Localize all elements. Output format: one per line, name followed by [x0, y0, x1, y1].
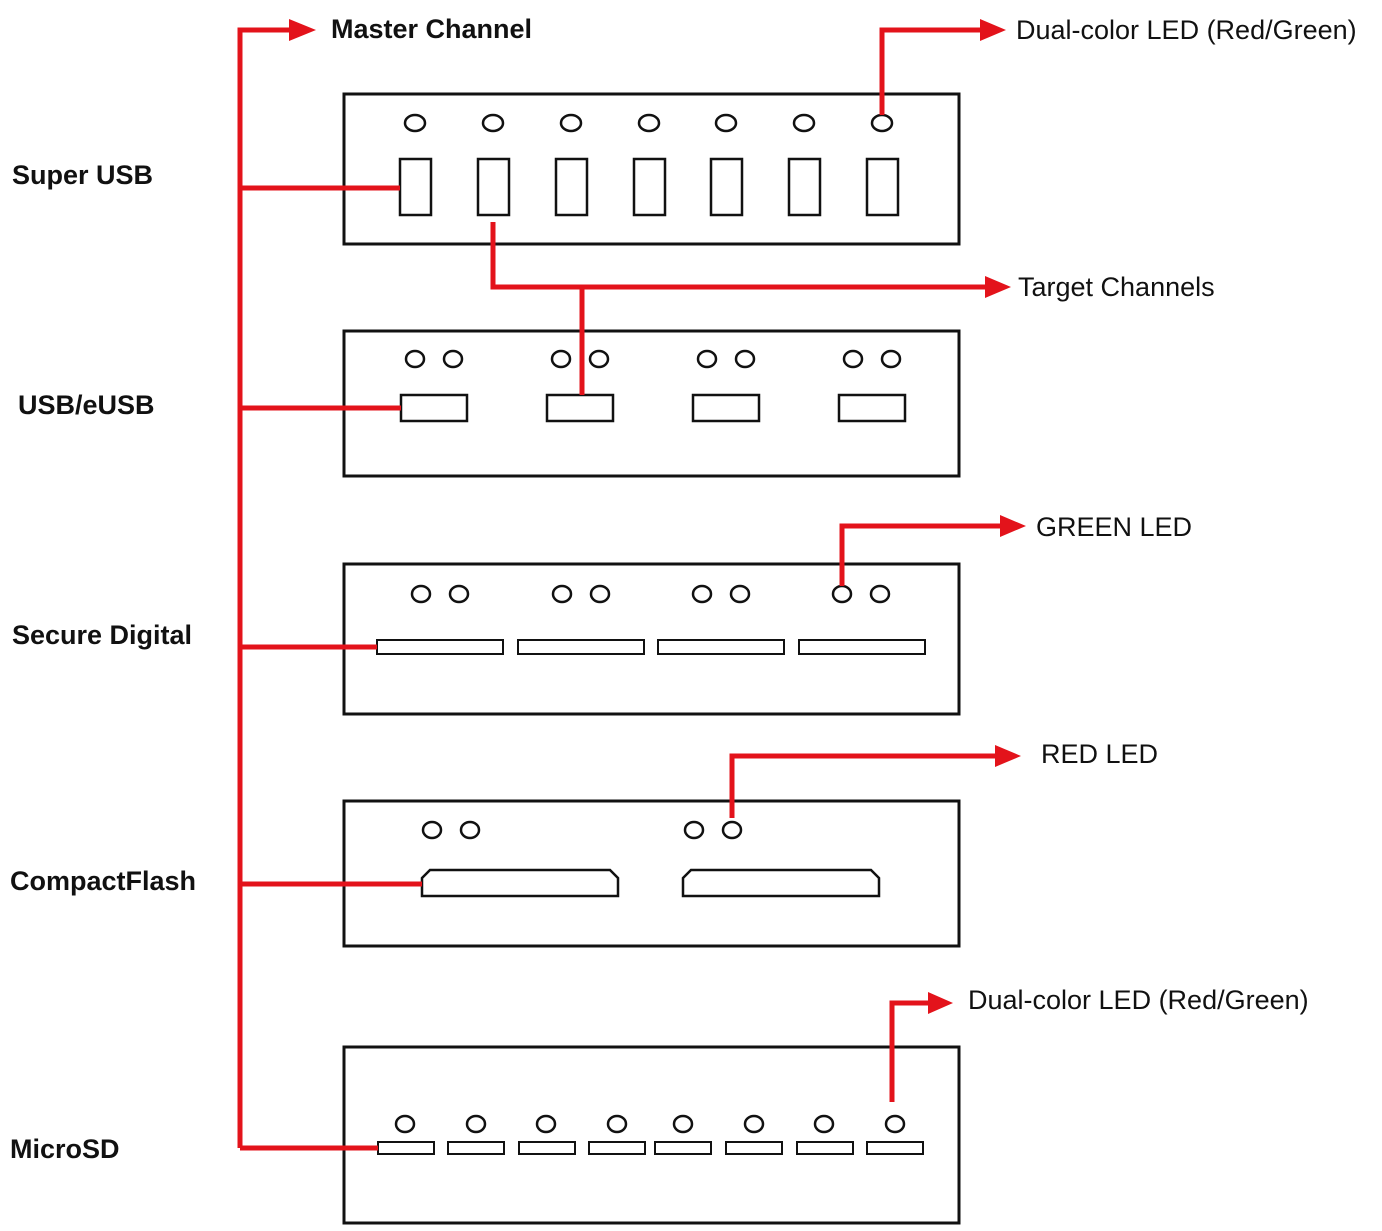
led-row: [403, 113, 894, 133]
arrowhead-dual-led-top: [980, 19, 1006, 41]
master-channel-trunk: [237, 27, 289, 1148]
led-row: [410, 584, 891, 604]
leader-target-channels: [490, 222, 985, 290]
panel-compactflash: [342, 799, 961, 948]
leader-dual-led-bottom: [889, 1000, 928, 1102]
connector-lines: [237, 27, 1000, 1151]
arrowhead-red-led: [995, 745, 1021, 767]
panel-usb-eusb: [342, 329, 961, 478]
red-led-label: RED LED: [1041, 739, 1159, 769]
leader-green-led: [839, 523, 1000, 586]
cf-slot-row: [420, 868, 881, 898]
usb-port-row: [398, 157, 900, 217]
leader-red-led: [729, 753, 995, 818]
green-led-label: GREEN LED: [1036, 512, 1193, 542]
arrowhead-target-channels: [985, 276, 1011, 298]
sd-slot-row: [376, 639, 926, 655]
panel-super-usb: [342, 92, 961, 246]
panel-label-secure-digital: Secure Digital: [12, 620, 193, 650]
arrowhead-dual-led-bottom: [928, 992, 953, 1014]
panel-label-super-usb: Super USB: [12, 160, 154, 190]
dual-led-bottom-label: Dual-color LED (Red/Green): [968, 985, 1309, 1015]
arrowhead-green-led: [1000, 515, 1026, 537]
led-row: [394, 1114, 906, 1134]
target-channels-label: Target Channels: [1018, 272, 1215, 302]
led-row: [404, 349, 902, 369]
led-row: [421, 820, 743, 840]
panel-label-compactflash: CompactFlash: [10, 866, 197, 896]
panel-microsd: [342, 1045, 961, 1225]
connector-arrowheads: [289, 19, 1026, 1014]
dual-led-top-label: Dual-color LED (Red/Green): [1016, 15, 1357, 45]
leader-dual-led-top: [879, 27, 980, 115]
panel-label-microsd: MicroSD: [10, 1134, 120, 1164]
master-channel-label: Master Channel: [331, 14, 533, 44]
panel-label-usb-eusb: USB/eUSB: [18, 390, 155, 420]
microsd-slot-row: [377, 1141, 924, 1155]
panel-secure-digital: [342, 562, 961, 716]
usb-port-row: [399, 393, 907, 423]
arrowhead-master-channel: [289, 19, 316, 41]
